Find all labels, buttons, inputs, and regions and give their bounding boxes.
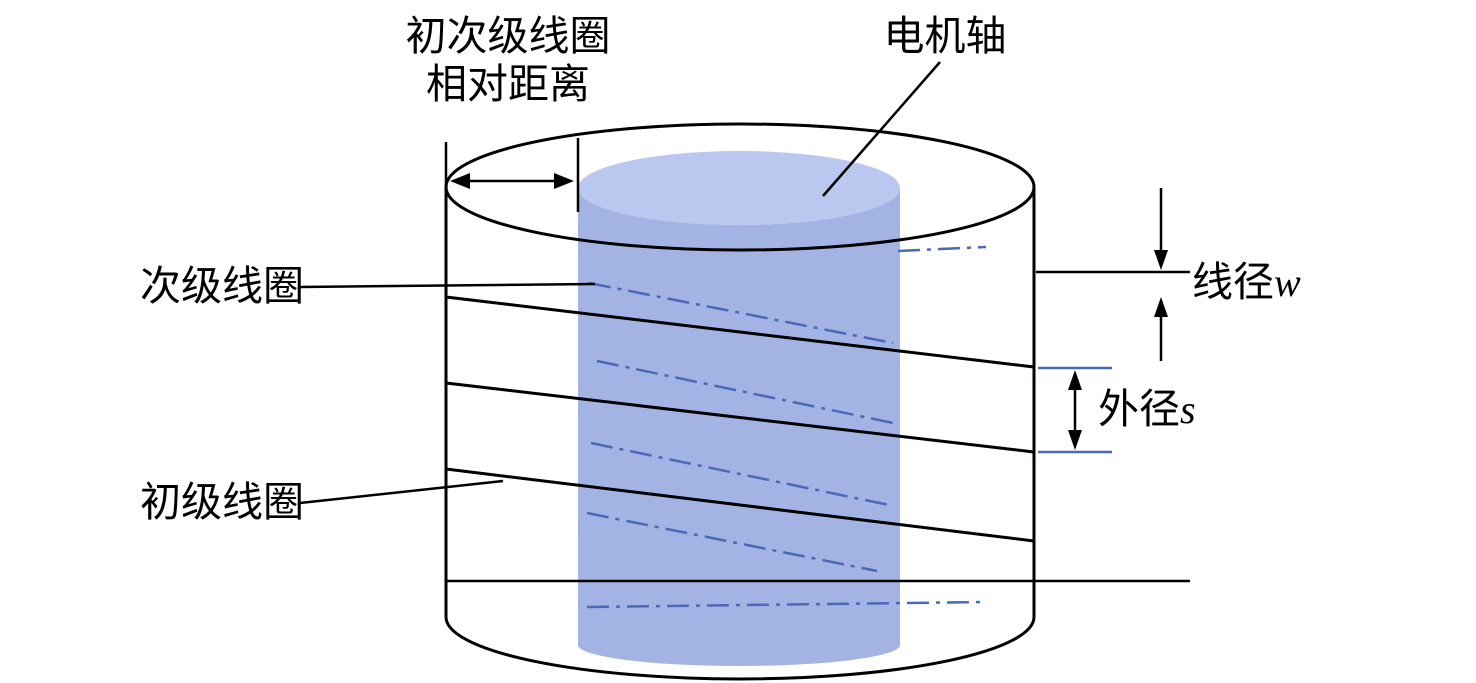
hidden-turn-dashdot-4 [586,511,878,573]
outer-cylinder-bottom-rim [444,616,1036,681]
top-dim-label-line2: 相对距离 [426,61,590,107]
motor-shaft-leader-line [822,61,941,197]
hidden-turn-dashdot-1 [588,281,894,345]
coil-turn-line-3 [445,467,1035,543]
coil-turn-line-2 [445,381,1035,454]
secondary-coil-leader-line [299,282,596,289]
hidden-turn-dashdot-3 [590,441,890,507]
wire-diameter-lower-arrowhead [1154,297,1168,317]
motor-shaft-body [578,188,900,666]
primary-coil-label: 初级线圈 [140,479,304,525]
top-dim-arrowhead-right [554,173,574,189]
motor-shaft-label: 电机轴 [884,13,1007,59]
hidden-turn-dashdot-bottom [586,600,985,609]
primary-coil-leader-line [299,479,504,505]
top-dim-label-line1: 初次级线圈 [406,13,611,59]
outer-diameter-upper-arrowhead [1068,370,1082,390]
outer-diameter-label: 外径s [1098,386,1196,432]
hidden-turn-dashdot-top [897,245,987,253]
wire-diameter-label: 线径w [1192,259,1301,305]
top-dim-arrowhead-left [450,173,470,189]
coil-turn-line-1 [445,295,1035,369]
motor-shaft-top-face [578,151,900,225]
secondary-coil-label: 次级线圈 [140,263,304,309]
outer-diameter-lower-arrowhead [1068,430,1082,450]
hidden-turn-dashdot-2 [596,359,894,425]
wire-diameter-upper-arrowhead [1154,250,1168,270]
